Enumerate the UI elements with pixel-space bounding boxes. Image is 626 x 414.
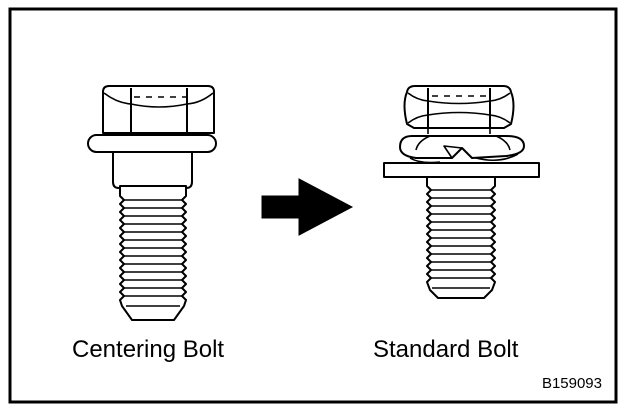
spring-lock-washer bbox=[399, 135, 525, 164]
standard-bolt-label: Standard Bolt bbox=[373, 336, 519, 363]
centering-bolt-drawing bbox=[87, 85, 217, 321]
centering-bolt-flange bbox=[87, 134, 217, 153]
standard-bolt-drawing bbox=[383, 85, 540, 299]
centering-bolt-thread bbox=[112, 149, 193, 321]
flat-washer bbox=[383, 162, 540, 178]
centering-bolt-label: Centering Bolt bbox=[72, 336, 225, 363]
standard-bolt-thread bbox=[426, 175, 496, 299]
centering-bolt-head bbox=[102, 85, 215, 134]
transition-arrow-icon bbox=[261, 178, 354, 236]
standard-bolt-head bbox=[403, 85, 515, 134]
figure-code: B159093 bbox=[541, 375, 602, 392]
